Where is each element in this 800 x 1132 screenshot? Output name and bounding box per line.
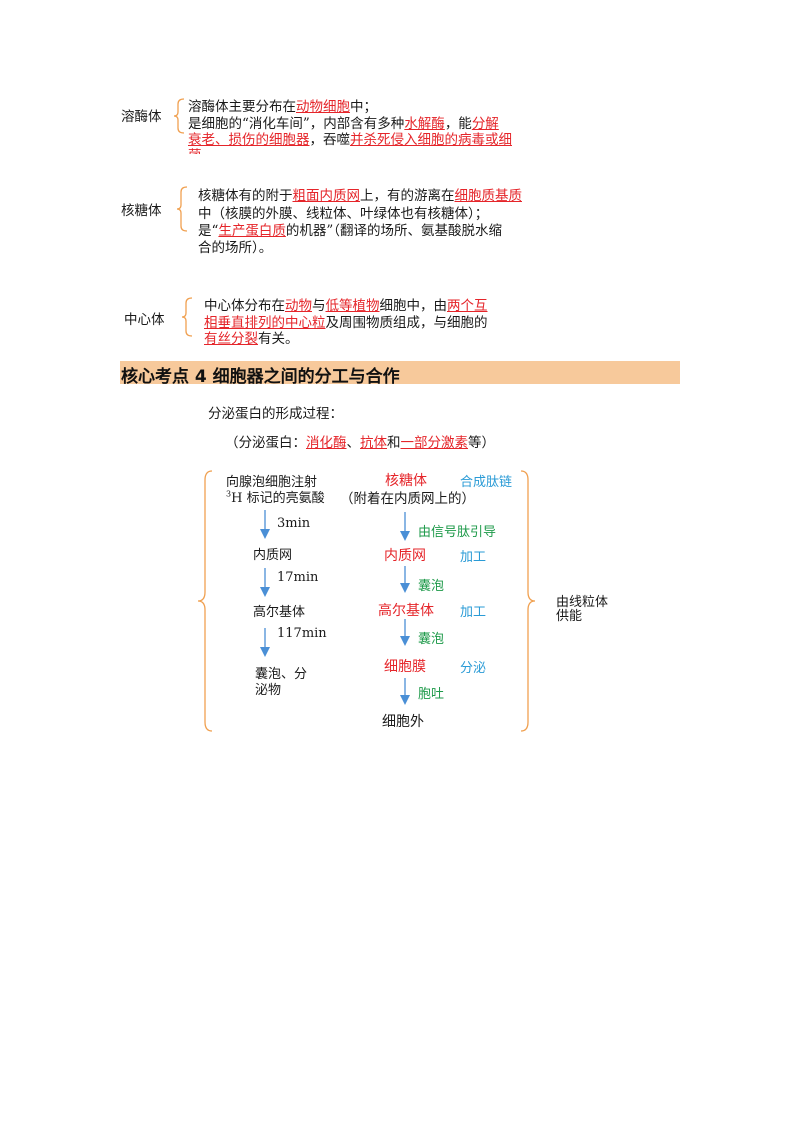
flow-arrow-label-exocytosis: 胞吐 [418, 687, 445, 702]
flow-right-brace [520, 470, 536, 732]
centrosome-line1: 中心体分布在动物与低等植物细胞中，由两个互 [204, 298, 488, 314]
ribosome-line3: 是“生产蛋白质的机器”（翻译的场所、氨基酸脱水缩 [198, 223, 503, 239]
centrosome-line3: 有丝分裂有关。 [204, 331, 299, 347]
flow-node-cell-membrane: 细胞膜 [384, 659, 426, 675]
flow-left-start-line1: 向腺泡细胞注射 [226, 475, 318, 490]
flow-node-er: 内质网 [384, 548, 426, 564]
flow-node-ribosome-sub: （附着在内质网上的） [340, 491, 475, 507]
flow-arrow-label-vesicle-1: 囊泡 [418, 579, 445, 594]
flow-left-step-golgi: 高尔基体 [253, 605, 306, 620]
flow-node-golgi: 高尔基体 [378, 603, 434, 619]
flow-note-secrete: 分泌 [460, 661, 487, 676]
flow-node-ribosome: 核糖体 [385, 473, 427, 489]
flow-note-synthesize: 合成肽链 [460, 475, 513, 490]
energy-note-line1: 由线粒体 [556, 595, 609, 610]
secretory-title: 分泌蛋白的形成过程： [208, 406, 343, 422]
centrosome-brace [181, 297, 193, 337]
lysosome-line3: 衰老、损伤的细胞器，吞噬并杀死侵入细胞的病毒或细 [188, 132, 512, 148]
flow-arrow-label-signal-peptide: 由信号肽引导 [418, 525, 497, 540]
flow-left-step-er: 内质网 [253, 548, 293, 563]
flow-left-arrow-3 [260, 628, 270, 657]
flow-right-arrow-4 [400, 678, 410, 705]
flow-right-arrow-2 [400, 566, 410, 593]
ribosome-line2: 中（核膜的外膜、线粒体、叶绿体也有核糖体）； [198, 206, 489, 222]
flow-note-process-1: 加工 [460, 550, 487, 565]
energy-note-line2: 供能 [556, 609, 583, 624]
flow-arrow-label-vesicle-2: 囊泡 [418, 632, 445, 647]
lysosome-brace [173, 98, 185, 134]
ribosome-brace [176, 186, 188, 232]
lysosome-line4-clipped: 菌 [188, 147, 202, 154]
flow-left-time-2: 17min [277, 570, 319, 585]
flow-note-process-2: 加工 [460, 605, 487, 620]
lysosome-line2: 是细胞的“消化车间”，内部含有多种水解酶，能分解 [188, 116, 499, 132]
flow-left-arrow-1 [260, 510, 270, 539]
flow-right-arrow-3 [400, 619, 410, 646]
flow-left-start-line2: 3H 标记的亮氨酸 [226, 489, 325, 506]
flow-node-extracellular: 细胞外 [382, 714, 424, 730]
flow-left-time-1: 3min [277, 516, 311, 531]
ribosome-line1: 核糖体有的附于粗面内质网上，有的游离在细胞质基质 [198, 188, 522, 204]
flow-left-step-vesicle-2: 泌物 [255, 683, 282, 698]
flow-right-arrow-1 [400, 512, 410, 541]
section-heading-band [120, 361, 680, 384]
flow-left-time-3: 117min [277, 626, 327, 641]
centrosome-line2: 相垂直排列的中心粒及周围物质组成，与细胞的 [204, 315, 488, 331]
section-heading: 核心考点 4 细胞器之间的分工与合作 [121, 367, 400, 387]
ribosome-label: 核糖体 [121, 203, 162, 219]
ribosome-line4: 合的场所）。 [198, 240, 273, 256]
secretory-examples: （分泌蛋白：消化酶、抗体和一部分激素等） [225, 435, 495, 451]
flow-left-arrow-2 [260, 568, 270, 597]
lysosome-label: 溶酶体 [121, 109, 162, 125]
flow-left-brace [197, 470, 213, 732]
flow-left-step-vesicle-1: 囊泡、分 [255, 667, 308, 682]
lysosome-line1: 溶酶体主要分布在动物细胞中； [188, 99, 377, 115]
centrosome-label: 中心体 [124, 312, 165, 328]
